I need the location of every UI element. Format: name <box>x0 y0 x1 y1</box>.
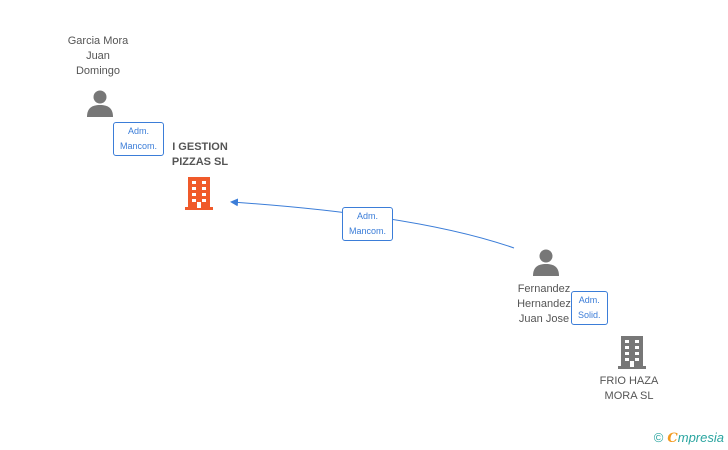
edge-label-type: Mancom. <box>120 141 158 151</box>
fernandez-name-line2: Hernandez <box>517 298 571 310</box>
edge-label-role: Adm. <box>128 126 150 136</box>
edge-fernandez-to-main <box>230 198 515 249</box>
garcia-name-line1: Garcia Mora <box>67 35 129 47</box>
fernandez-name-line1: Fernandez <box>517 283 571 295</box>
main-company-line1: I GESTION <box>172 141 228 153</box>
building-icon[interactable] <box>184 176 214 210</box>
edge-label-fernandez-to-frio[interactable]: Adm. Solid. <box>571 291 608 325</box>
brand-logo-initial: C <box>667 431 678 446</box>
edge-label-type: Mancom. <box>349 226 387 236</box>
garcia-name-line2: Juan <box>86 50 110 62</box>
brand-footer: ©Cmpresia <box>654 430 724 446</box>
person-icon[interactable] <box>532 248 560 276</box>
brand-logo-text: mpresia <box>677 430 724 445</box>
node-label-frio: FRIO HAZA MORA SL <box>589 374 669 404</box>
frio-name-line2: MORA SL <box>604 390 654 402</box>
person-icon[interactable] <box>86 89 114 117</box>
copyright-icon: © <box>653 430 664 445</box>
node-label-garcia: Garcia Mora Juan Domingo <box>58 34 138 79</box>
edge-label-fernandez-to-main[interactable]: Adm. Mancom. <box>342 207 394 241</box>
node-label-main-company: I GESTION PIZZAS SL <box>160 140 240 170</box>
edge-label-garcia-to-main[interactable]: Adm. Mancom. <box>113 122 165 156</box>
edge-label-role: Adm. <box>578 295 600 305</box>
edge-label-role: Adm. <box>357 211 379 221</box>
garcia-name-line3: Domingo <box>75 65 121 77</box>
main-company-line2: PIZZAS SL <box>171 156 229 168</box>
building-icon[interactable] <box>617 335 647 369</box>
node-label-fernandez: Fernandez Hernandez Juan Jose <box>504 282 584 327</box>
edge-label-type: Solid. <box>578 310 601 320</box>
frio-name-line1: FRIO HAZA <box>599 375 659 387</box>
fernandez-name-line3: Juan Jose <box>518 313 570 325</box>
